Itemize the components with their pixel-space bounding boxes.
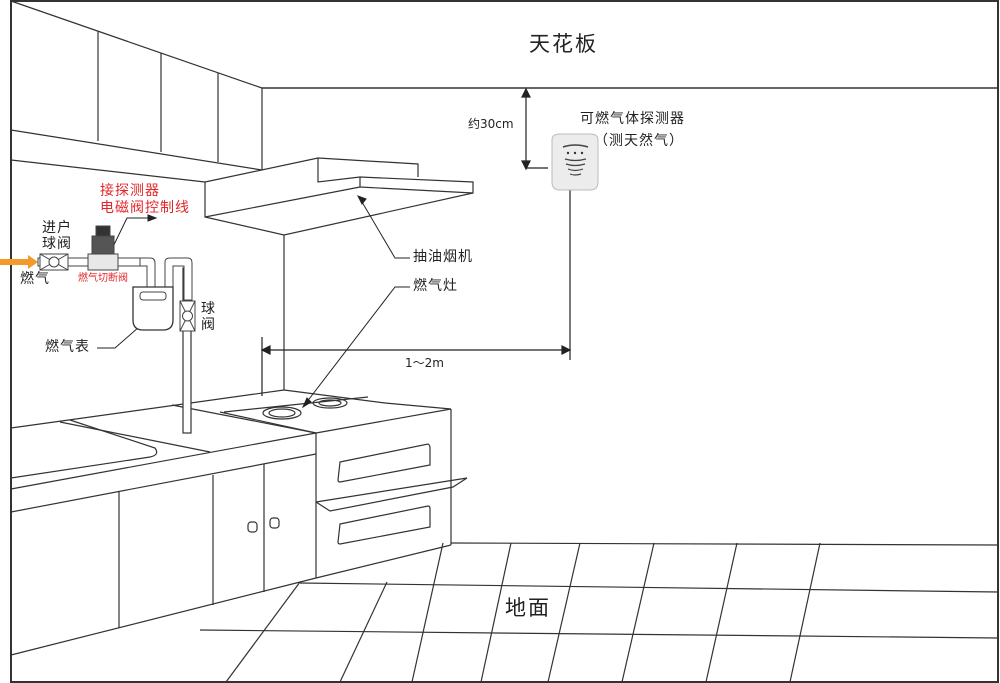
base-cabinets [10,389,468,656]
gas-stove-leader [305,286,410,404]
upper-cabinets [10,31,263,183]
detector-note-label: （测天然气） [594,133,684,149]
range-hood-leader [361,201,410,259]
gas-flow-arrow [0,255,38,269]
inlet-valve-label-1: 进户 [42,220,72,236]
gas-detector-device [551,133,599,191]
gas-inlet-label: 燃气 [20,271,50,287]
control-wire-label-1: 接探测器 [100,183,160,199]
ceiling-label: 天花板 [529,32,598,56]
floor-tiles [199,542,999,683]
inlet-valve-label-2: 球阀 [42,236,72,252]
gas-stove-burners [223,396,369,420]
frame [10,0,999,683]
gas-pipeline [0,225,196,332]
control-wire-leader [109,217,150,254]
control-wire-label-2: 电磁阀控制线 [100,200,190,216]
range-hood [204,157,474,390]
ball-valve-label-2: 阀 [201,317,216,333]
gas-stove-label: 燃气灶 [413,278,458,294]
shutoff-valve-label: 燃气切断阀 [78,273,128,284]
gas-meter-label: 燃气表 [45,339,90,355]
shutoff-valve-body [87,253,119,271]
floor-label: 地面 [505,596,551,620]
detector-name-label: 可燃气体探测器 [580,111,685,127]
range-hood-label: 抽油烟机 [413,249,473,265]
ball-valve-label-1: 球 [201,301,216,317]
horizontal-distance-label: 1～2m [405,356,444,370]
gas-meter-leader [97,319,148,349]
ceiling-distance-label: 约30cm [468,117,514,131]
